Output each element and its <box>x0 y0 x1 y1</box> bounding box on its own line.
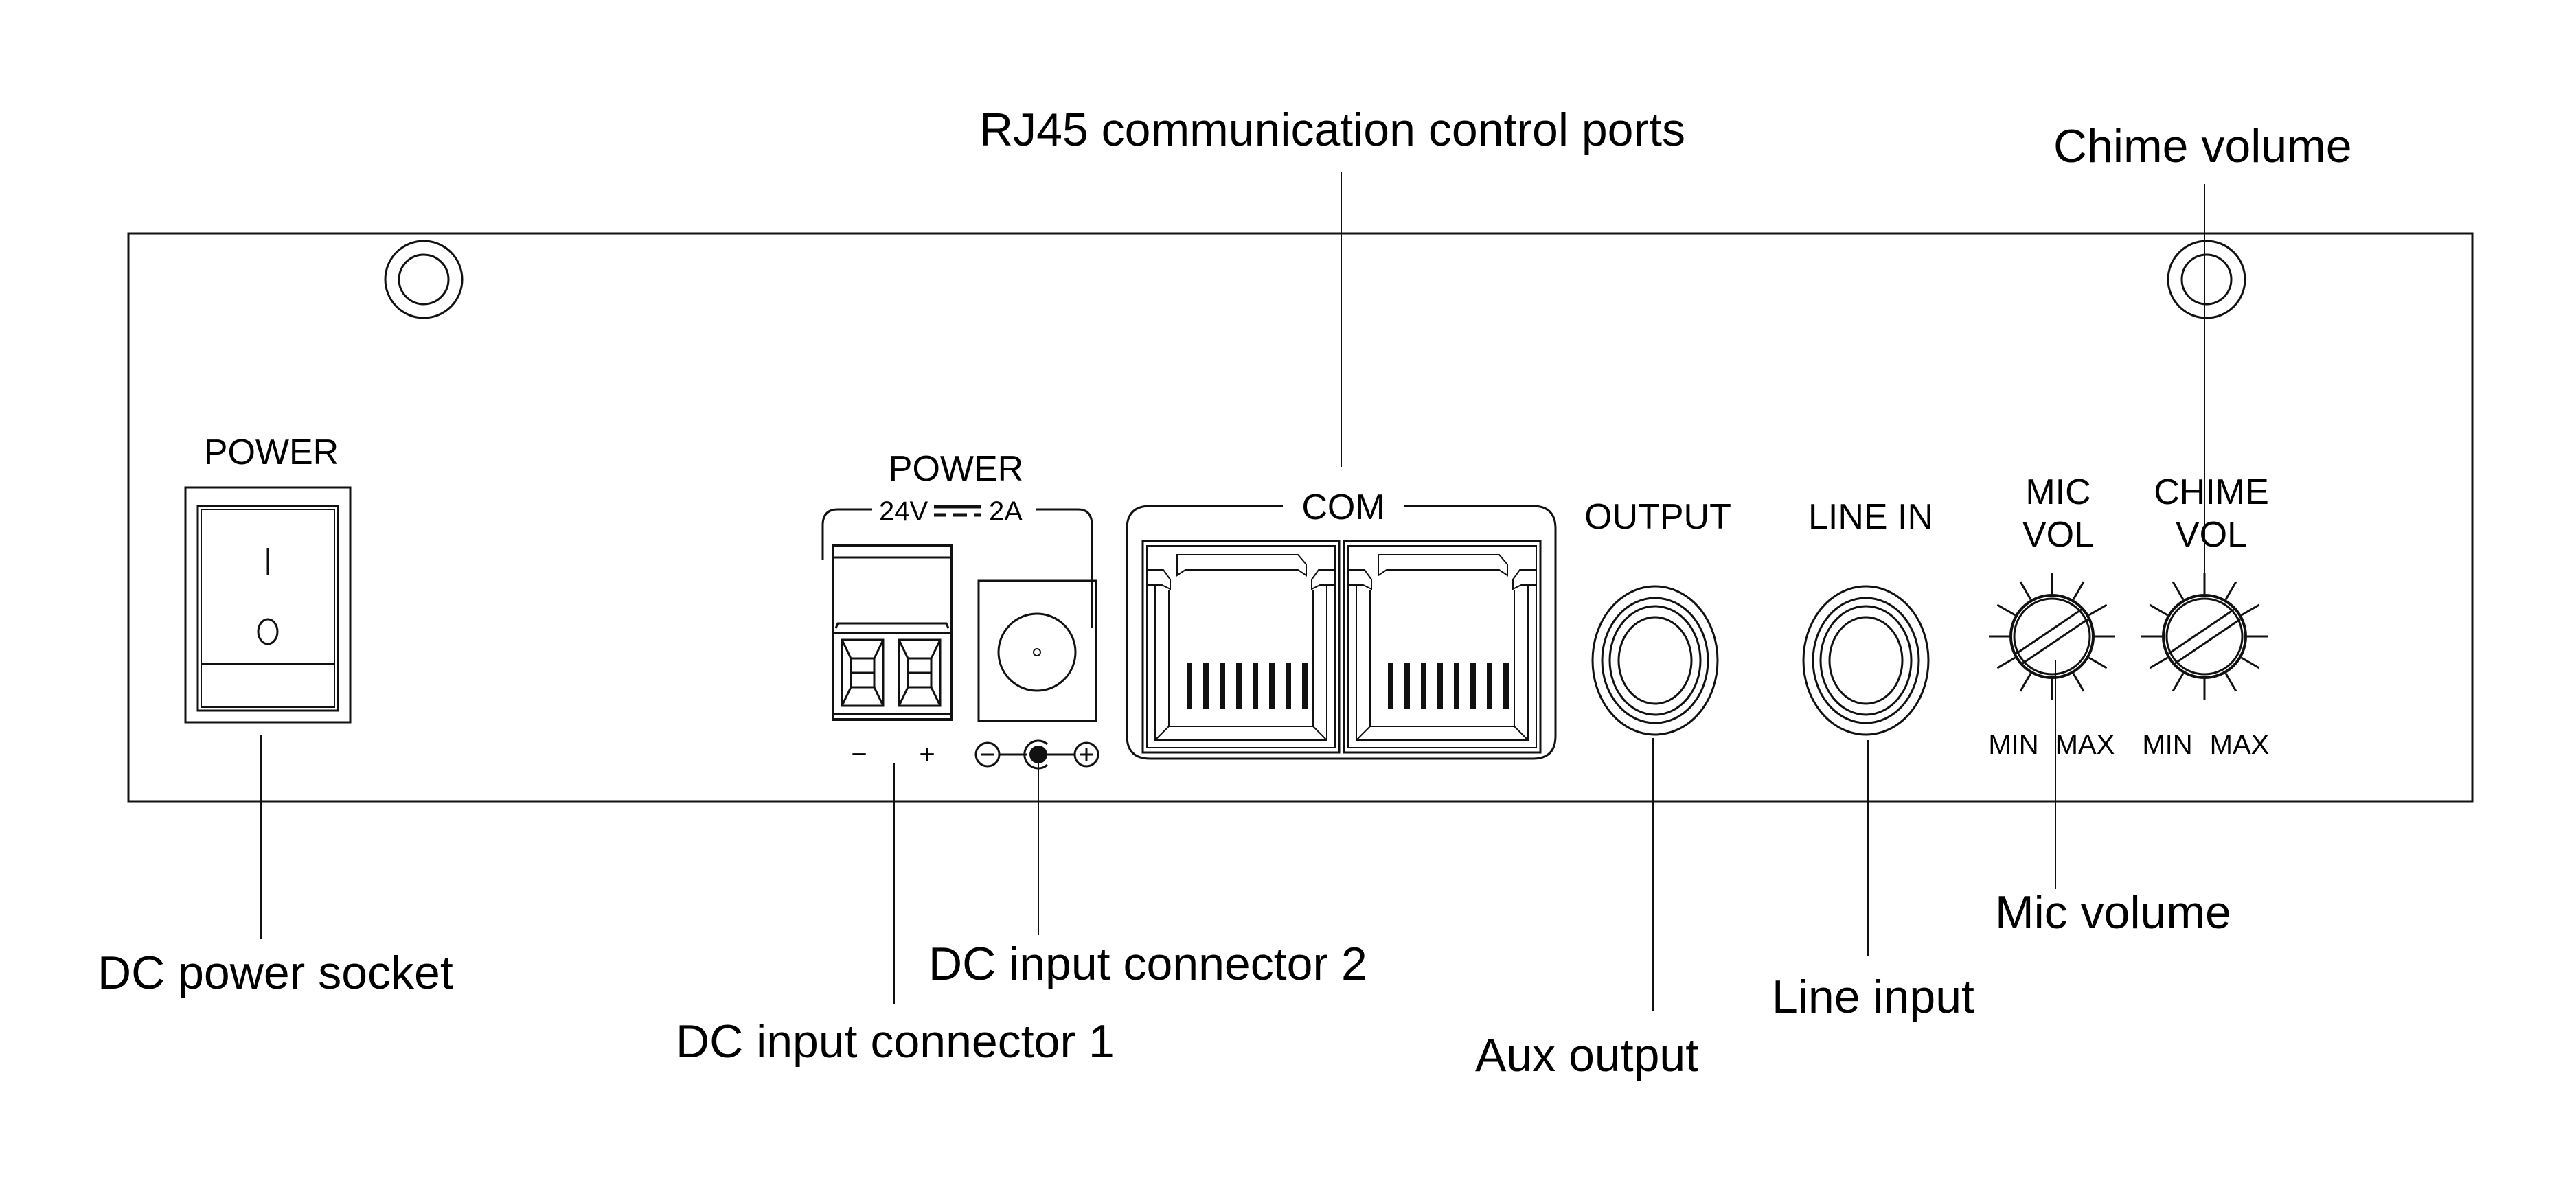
rj45-pin <box>1404 663 1410 709</box>
rj45-pins <box>1388 663 1509 709</box>
chime-vol-label-line1: CHIME <box>2154 472 2269 512</box>
com-label: COM <box>1301 487 1384 527</box>
callout-dc-input-1: DC input connector 1 <box>676 1015 1115 1068</box>
power-switch-label: POWER <box>204 433 339 472</box>
rj45-pin <box>1503 663 1509 709</box>
mic-vol-label-line2: VOL <box>2022 515 2094 555</box>
knob-tick <box>2019 581 2032 601</box>
callout-line-input: Line input <box>1772 971 1974 1023</box>
knob-tick <box>2088 656 2108 669</box>
rj45-port-1[interactable] <box>1141 540 1341 754</box>
terminal-minus-label: − <box>851 739 867 770</box>
rj45-pin <box>1454 663 1459 709</box>
mic-min-label: MIN <box>1988 730 2038 760</box>
callout-chime-volume: Chime volume <box>2053 120 2352 172</box>
knob-tick <box>2172 672 2185 692</box>
power-rocker-switch[interactable] <box>184 486 352 724</box>
terminal-plus-label: + <box>919 739 935 770</box>
rj45-pin <box>1421 663 1426 709</box>
mic-max-label: MAX <box>2055 730 2115 760</box>
dc-power-bracket <box>821 508 1093 628</box>
callout-mic-volume: Mic volume <box>1995 886 2231 939</box>
dc-barrel-jack[interactable] <box>977 579 1097 722</box>
rj45-pin <box>1437 663 1443 709</box>
rj45-pin <box>1220 663 1225 709</box>
chime-min-label: MIN <box>2142 730 2192 760</box>
knob-slot <box>2016 608 2088 665</box>
dc-rating-voltage: 24V <box>879 496 928 527</box>
rj45-pin <box>1302 663 1308 709</box>
rj45-pin <box>1203 663 1209 709</box>
rj45-port-2[interactable] <box>1343 540 1542 754</box>
knob-tick <box>2240 656 2260 669</box>
terminal-screw-plus[interactable] <box>898 638 942 707</box>
knob-scale-ticks <box>1989 573 2115 700</box>
output-jack[interactable] <box>1591 585 1719 736</box>
knob-tick <box>2072 581 2085 601</box>
knob-tick <box>2019 672 2032 692</box>
chime-volume-knob[interactable] <box>2141 573 2268 700</box>
knob-scale-ticks <box>2141 573 2268 700</box>
knob-tick <box>2224 581 2237 601</box>
knob-tick <box>1996 603 2016 617</box>
rj45-pin <box>1388 663 1393 709</box>
mounting-screw-right-icon <box>2167 240 2246 319</box>
callout-dc-power-socket: DC power socket <box>98 947 453 999</box>
dc-symbol-icon <box>934 505 981 517</box>
dc-terminal-block[interactable] <box>832 544 953 721</box>
switch-off-mark <box>257 618 279 645</box>
knob-slot <box>2168 608 2241 665</box>
knob-tick <box>2088 603 2108 617</box>
line-in-label: LINE IN <box>1808 497 1933 537</box>
rj45-pin <box>1286 663 1291 709</box>
panel-outline <box>127 232 2474 803</box>
mic-volume-knob[interactable] <box>1989 573 2115 700</box>
rj45-pin <box>1470 663 1476 709</box>
output-label: OUTPUT <box>1584 497 1731 537</box>
line-in-jack[interactable] <box>1802 585 1930 736</box>
knob-tick <box>1996 656 2016 669</box>
rj45-pins <box>1187 663 1308 709</box>
knob-tick <box>2224 672 2237 692</box>
callout-aux-output: Aux output <box>1475 1029 1698 1081</box>
rj45-pin <box>1269 663 1275 709</box>
dc-rating-current: 2A <box>989 496 1023 527</box>
knob-tick <box>2172 581 2185 601</box>
chime-max-label: MAX <box>2210 730 2270 760</box>
dc-polarity-icon <box>974 739 1099 770</box>
mic-vol-label-line1: MIC <box>2025 472 2090 512</box>
rj45-pin <box>1487 663 1492 709</box>
chime-vol-label-line2: VOL <box>2176 515 2247 555</box>
knob-tick <box>2072 672 2085 692</box>
knob-tick <box>2149 603 2169 617</box>
callout-rj45: RJ45 communication control ports <box>979 104 1685 156</box>
knob-tick <box>2149 656 2169 669</box>
com-bracket <box>1126 505 1557 760</box>
knob-tick <box>2240 603 2260 617</box>
callout-dc-input-2: DC input connector 2 <box>928 938 1367 990</box>
rj45-pin <box>1253 663 1258 709</box>
dc-power-label: POWER <box>889 449 1023 489</box>
mounting-screw-left-icon <box>384 240 464 319</box>
rj45-pin <box>1187 663 1192 709</box>
terminal-screw-minus[interactable] <box>841 638 885 707</box>
rj45-pin <box>1236 663 1242 709</box>
